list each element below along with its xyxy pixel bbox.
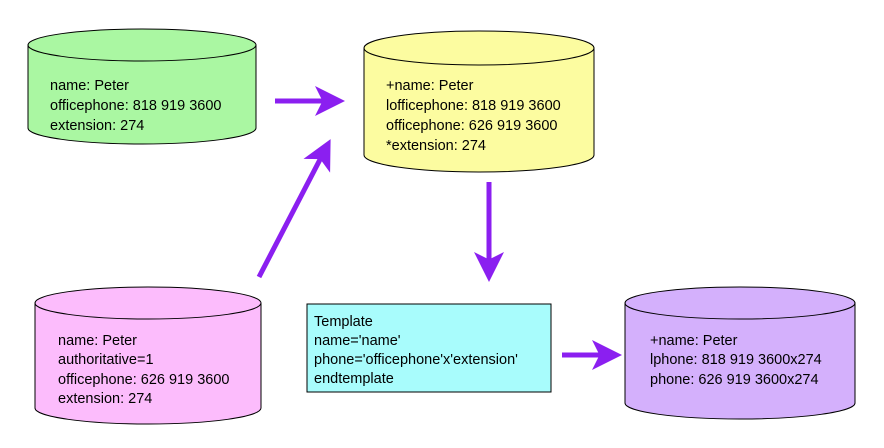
pink-cylinder-body <box>34 302 262 425</box>
green-line-2: officephone: 818 919 3600 <box>50 98 221 114</box>
purple-cylinder-top <box>624 286 856 320</box>
template-box-rect <box>306 303 552 393</box>
pink-line-1: name: Peter <box>58 333 137 349</box>
purple-line-3: phone: 626 919 3600x274 <box>650 372 819 388</box>
green-line-1: name: Peter <box>50 78 129 94</box>
template-line-3: phone='officephone'x'extension' <box>314 352 518 368</box>
pink-line-2: authoritative=1 <box>58 352 154 368</box>
purple-cylinder-body <box>624 302 856 420</box>
template-line-2: name='name' <box>314 333 401 349</box>
arrow-pink-to-yellow <box>256 139 331 279</box>
green-line-3: extension: 274 <box>50 118 144 134</box>
pink-source-cylinder: name: Peter authoritative=1 officephone:… <box>34 286 262 425</box>
pink-line-3: officephone: 626 919 3600 <box>58 372 229 388</box>
yellow-merged-cylinder: +name: Peter lofficephone: 818 919 3600 … <box>363 30 595 173</box>
purple-line-2: lphone: 818 919 3600x274 <box>650 352 822 368</box>
yellow-line-1: +name: Peter <box>386 78 474 94</box>
yellow-cylinder-body <box>363 47 595 173</box>
pink-cylinder-top <box>34 286 262 320</box>
green-cylinder-top <box>27 28 257 62</box>
purple-line-1: +name: Peter <box>650 333 738 349</box>
yellow-line-4: *extension: 274 <box>386 138 486 154</box>
yellow-cylinder-top <box>363 30 595 66</box>
yellow-line-3: officephone: 626 919 3600 <box>386 118 557 134</box>
template-box: Template name='name' phone='officephone'… <box>306 303 552 393</box>
template-line-1: Template <box>314 314 373 330</box>
purple-output-cylinder: +name: Peter lphone: 818 919 3600x274 ph… <box>624 286 856 420</box>
green-cylinder-body <box>27 44 257 145</box>
pink-line-4: extension: 274 <box>58 391 152 407</box>
green-source-cylinder: name: Peter officephone: 818 919 3600 ex… <box>27 28 257 145</box>
template-line-4: endtemplate <box>314 371 394 387</box>
yellow-line-2: lofficephone: 818 919 3600 <box>386 98 561 114</box>
